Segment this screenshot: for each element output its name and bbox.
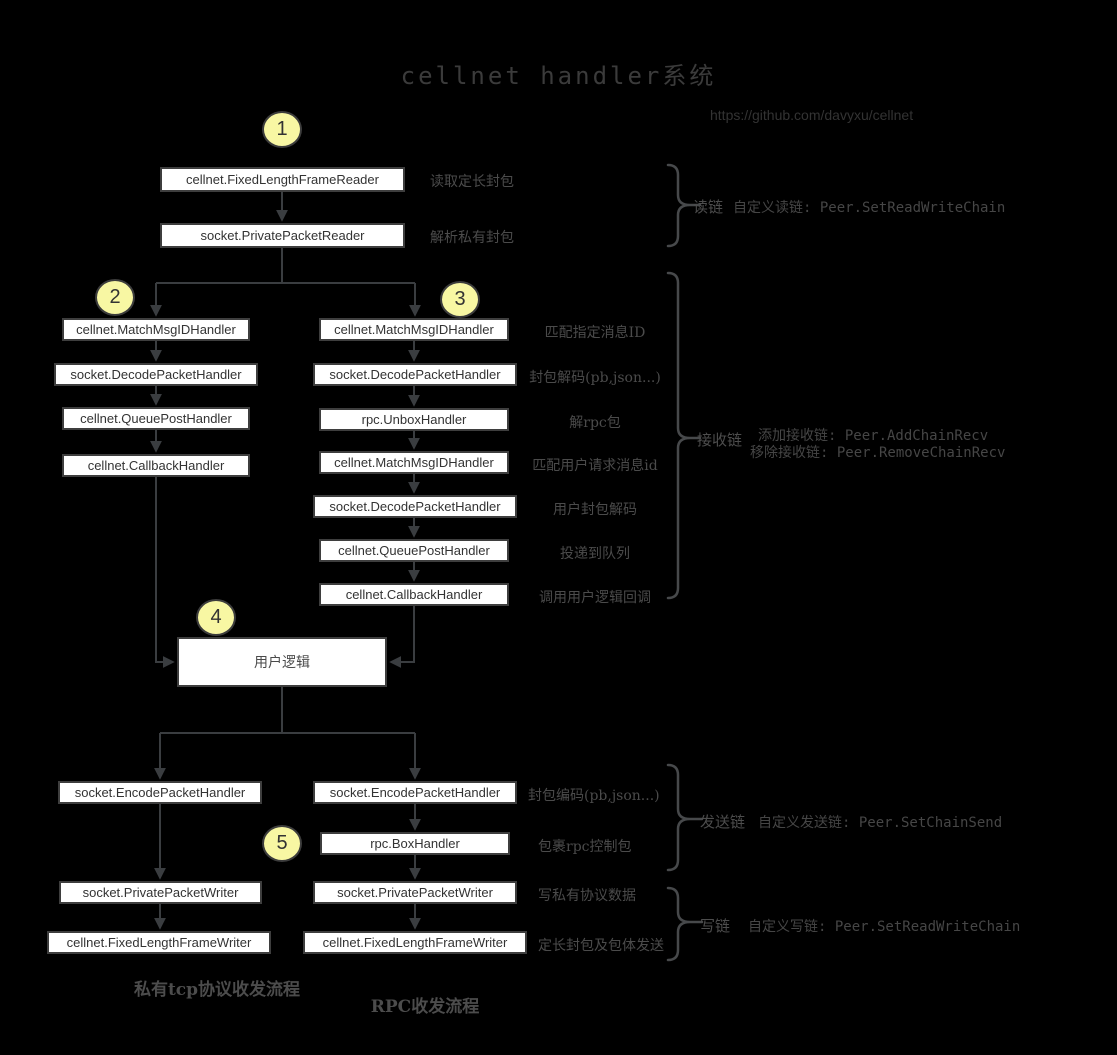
write-chain-label: 写链 [700,917,731,935]
recv-chain-desc-add: 添加接收链: Peer.AddChainRecv [758,428,989,444]
node-note: 匹配用户请求消息id [532,458,658,474]
node-note: 用户封包解码 [553,502,637,518]
flow-node: cellnet.FixedLengthFrameWriter [47,931,271,954]
send-chain-desc: 自定义发送链: Peer.SetChainSend [758,815,1003,831]
flow-node: socket.DecodePacketHandler [313,495,517,518]
flow-node: socket.EncodePacketHandler [58,781,262,804]
flow-node: cellnet.FixedLengthFrameReader [160,167,405,192]
flow-node: cellnet.MatchMsgIDHandler [319,451,509,474]
caption-rpc-flow: RPC收发流程 [370,997,480,1017]
flow-node: socket.DecodePacketHandler [54,363,258,386]
flow-node: cellnet.QueuePostHandler [62,407,250,430]
flow-node: socket.EncodePacketHandler [313,781,517,804]
flow-node: socket.PrivatePacketWriter [313,881,517,904]
node-note: 定长封包及包体发送 [538,938,664,954]
brace-send-chain [666,763,704,872]
brace-recv-chain [666,271,702,600]
user-logic-node: 用户逻辑 [177,637,387,687]
page-title: cellnet handler系统 [400,62,717,90]
flow-node: cellnet.CallbackHandler [319,583,509,606]
node-note: 调用用户逻辑回调 [539,590,651,606]
flow-node: socket.PrivatePacketWriter [59,881,262,904]
node-note: 读取定长封包 [430,174,514,190]
step-badge-4: 4 [196,599,236,636]
flow-node: rpc.UnboxHandler [319,408,509,431]
node-note: 解rpc包 [569,415,621,431]
step-badge-1: 1 [262,111,302,148]
step-badge-5: 5 [262,825,302,862]
flow-node: cellnet.QueuePostHandler [319,539,509,562]
send-chain-label: 发送链 [700,813,746,831]
flow-node: rpc.BoxHandler [320,832,510,855]
node-note: 写私有协议数据 [538,888,636,904]
braces [666,163,704,962]
node-note: 解析私有封包 [430,230,514,246]
flow-node: cellnet.FixedLengthFrameWriter [303,931,527,954]
read-chain-label: 读链 [693,198,724,216]
read-chain-desc: 自定义读链: Peer.SetReadWriteChain [733,200,1006,216]
flow-node: cellnet.MatchMsgIDHandler [319,318,509,341]
node-note: 包裹rpc控制包 [538,839,632,855]
repo-link-text: https://github.com/davyxu/cellnet [710,107,914,123]
node-note: 匹配指定消息ID [544,325,646,341]
node-note: 封包解码(pb,json...) [529,370,661,386]
caption-private-tcp-flow: 私有tcp协议收发流程 [133,980,301,1000]
node-note: 封包编码(pb,json...) [528,788,660,804]
brace-write-chain [666,886,704,962]
node-note: 投递到队列 [560,546,630,562]
recv-chain-label: 接收链 [697,431,743,449]
step-badge-2: 2 [95,279,135,316]
flow-node: cellnet.CallbackHandler [62,454,250,477]
step-badge-3: 3 [440,281,480,318]
flow-node: cellnet.MatchMsgIDHandler [62,318,250,341]
flow-node: socket.PrivatePacketReader [160,223,405,248]
recv-chain-desc-remove: 移除接收链: Peer.RemoveChainRecv [750,445,1006,461]
write-chain-desc: 自定义写链: Peer.SetReadWriteChain [748,919,1021,935]
flow-node: socket.DecodePacketHandler [313,363,517,386]
